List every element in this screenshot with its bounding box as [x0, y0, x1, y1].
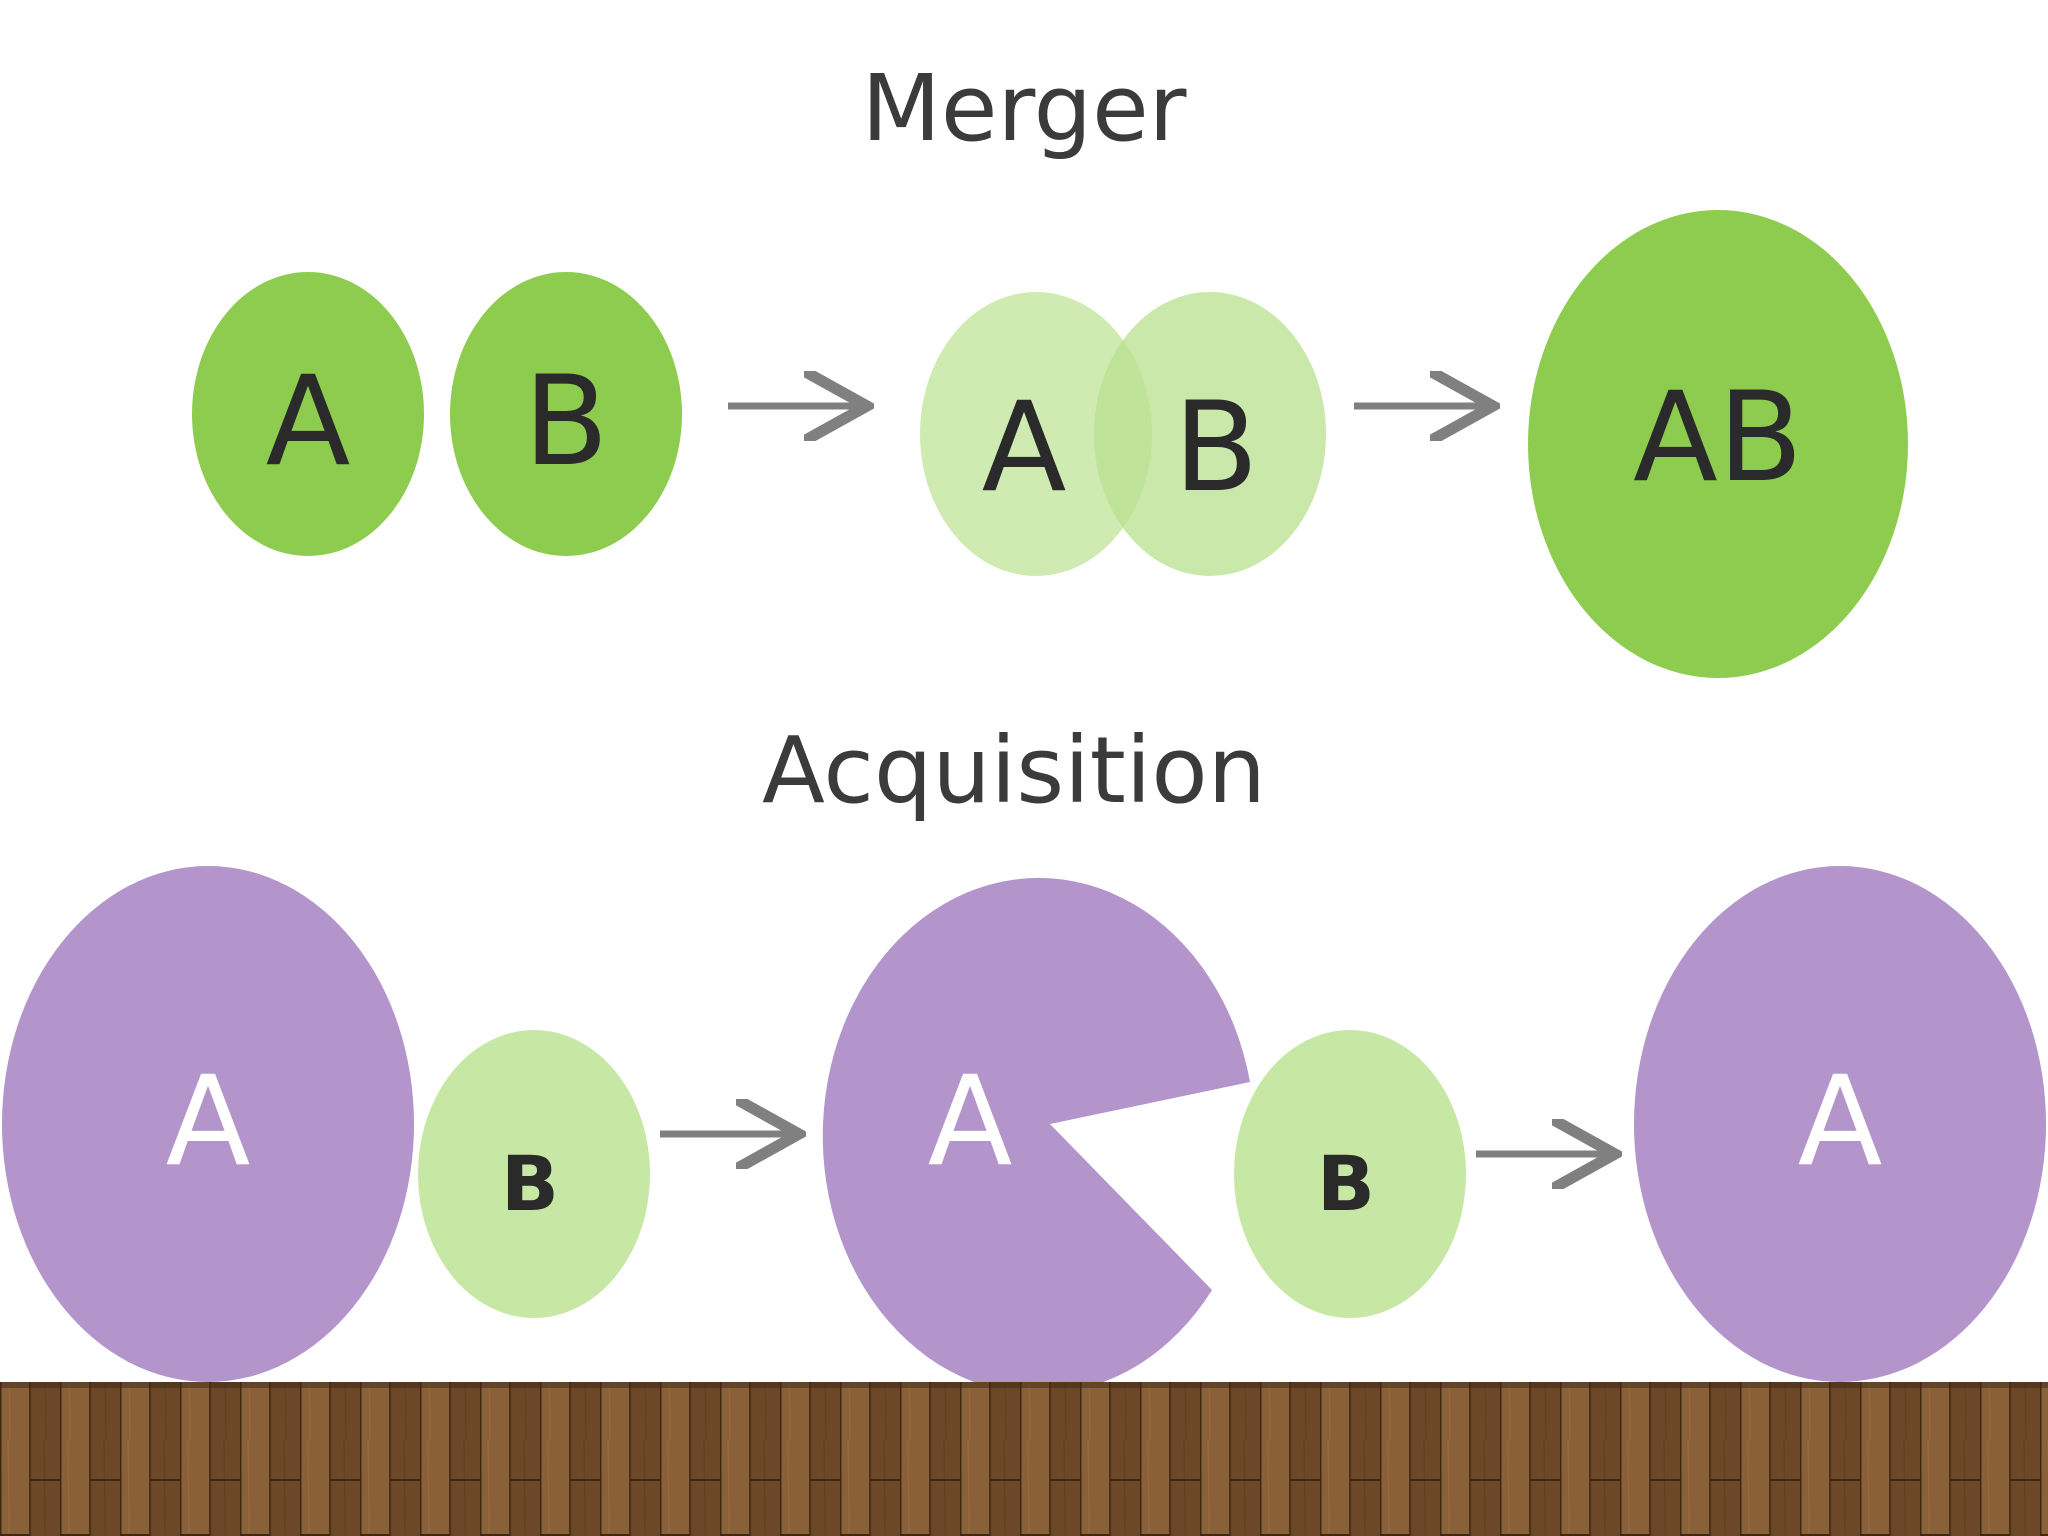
merger-company-b-label: B: [523, 350, 608, 494]
acquisition-company-a-label: A: [166, 1050, 251, 1194]
merger-overlap-a-circle: [920, 292, 1152, 576]
merger-combined-ab-label: AB: [1633, 366, 1803, 510]
merger-overlap-b-label: B: [1173, 376, 1258, 520]
acquisition-company-b-label: B: [501, 1139, 559, 1228]
merger-company-a-circle: [192, 272, 424, 556]
wooden-floor: [0, 1382, 2048, 1536]
merger-overlap-b-circle: [1094, 292, 1326, 576]
acquisition-result-a-circle: [1634, 866, 2046, 1382]
merger-company-b-circle: [450, 272, 682, 556]
acquisition-title: Acquisition: [762, 717, 1266, 824]
acquisition-eaten-b-label: B: [1317, 1139, 1375, 1228]
merger-company-a-label: A: [266, 350, 351, 494]
acquisition-company-a-circle: [2, 866, 414, 1382]
merger-combined-ab-circle: [1528, 210, 1908, 678]
merger-title: Merger: [861, 55, 1186, 162]
acquisition-company-b-circle: [418, 1030, 650, 1318]
acquisition-pacman-a-label: A: [928, 1050, 1013, 1194]
acquisition-result-a-label: A: [1798, 1050, 1883, 1194]
acquisition-eaten-b-circle: [1234, 1030, 1466, 1318]
acquisition-pacman-a-shape: [822, 877, 1250, 1394]
merger-overlap-a-label: A: [982, 376, 1067, 520]
floor-shadow-edge: [0, 1382, 2048, 1388]
